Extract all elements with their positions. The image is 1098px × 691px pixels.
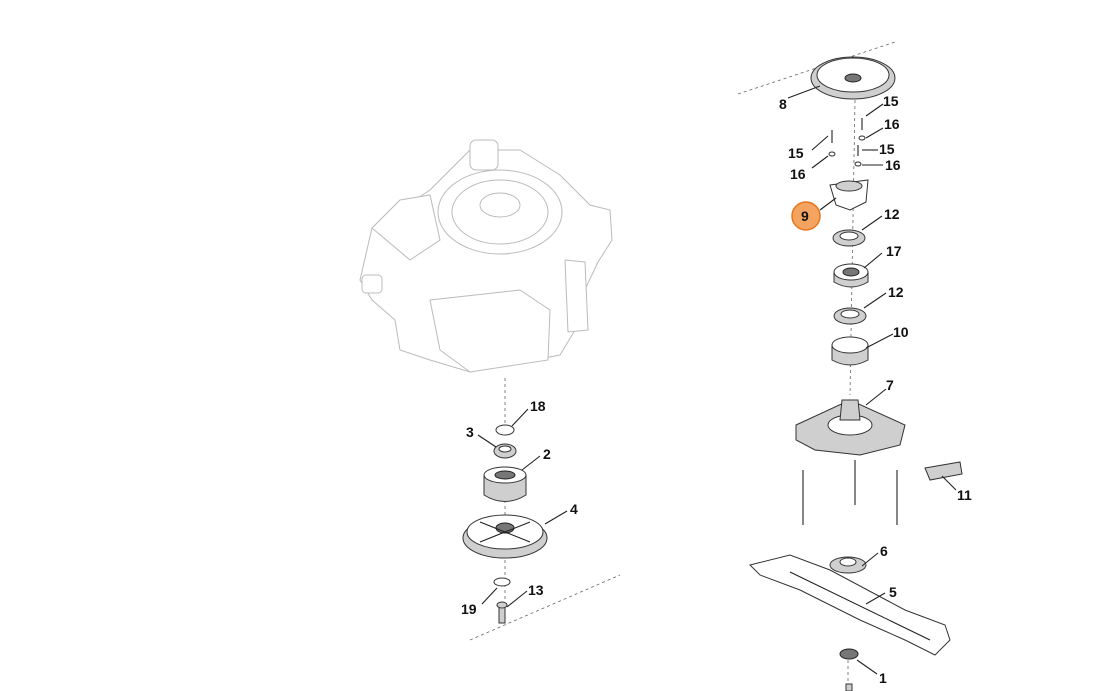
svg-text:6: 6 xyxy=(880,543,888,559)
svg-text:1: 1 xyxy=(879,670,887,686)
svg-text:5: 5 xyxy=(889,584,897,600)
callout-15-c[interactable]: 15 xyxy=(879,141,895,157)
callout-16-c[interactable]: 16 xyxy=(885,157,901,173)
svg-text:16: 16 xyxy=(884,116,900,132)
callout-6[interactable]: 6 xyxy=(880,543,888,559)
svg-text:8: 8 xyxy=(779,96,787,112)
part-17-bearing xyxy=(833,263,869,288)
part-2-hub xyxy=(483,466,527,502)
callout-8[interactable]: 8 xyxy=(779,96,787,112)
svg-text:15: 15 xyxy=(788,145,804,161)
leader-lines xyxy=(477,85,957,675)
callout-17[interactable]: 17 xyxy=(886,243,902,259)
svg-text:9: 9 xyxy=(801,208,809,224)
callout-4[interactable]: 4 xyxy=(570,501,578,517)
engine-illustration xyxy=(359,139,613,373)
callout-13[interactable]: 13 xyxy=(528,582,544,598)
callout-11[interactable]: 11 xyxy=(957,487,972,503)
callout-12-lower[interactable]: 12 xyxy=(888,284,904,300)
svg-text:12: 12 xyxy=(888,284,904,300)
part-3-bearing xyxy=(493,443,517,459)
callout-2[interactable]: 2 xyxy=(543,446,551,462)
callout-18[interactable]: 18 xyxy=(530,398,546,414)
svg-text:11: 11 xyxy=(957,487,972,503)
part-6-washer xyxy=(829,556,867,574)
part-1-bolt xyxy=(839,648,859,691)
part-11-clip xyxy=(924,461,963,481)
callout-5[interactable]: 5 xyxy=(889,584,897,600)
part-4-pulley xyxy=(462,514,548,559)
part-8-cover-disc xyxy=(810,56,896,100)
callout-15-a[interactable]: 15 xyxy=(883,93,899,109)
svg-text:16: 16 xyxy=(790,166,806,182)
part-18-oring xyxy=(495,424,515,436)
part-15-screws xyxy=(831,118,863,156)
callout-16-b[interactable]: 16 xyxy=(790,166,806,182)
part-19-washer xyxy=(493,577,511,587)
svg-text:16: 16 xyxy=(885,157,901,173)
callout-16-a[interactable]: 16 xyxy=(884,116,900,132)
svg-text:2: 2 xyxy=(543,446,551,462)
svg-text:19: 19 xyxy=(461,601,477,617)
callout-3[interactable]: 3 xyxy=(466,424,474,440)
part-bolts xyxy=(802,460,898,525)
callout-15-b[interactable]: 15 xyxy=(788,145,804,161)
part-12-seal-lower xyxy=(833,307,867,325)
callout-12-upper[interactable]: 12 xyxy=(884,206,900,222)
part-10-sleeve xyxy=(831,336,869,366)
svg-text:4: 4 xyxy=(570,501,578,517)
callout-9-highlighted[interactable]: 9 xyxy=(791,201,821,231)
svg-text:18: 18 xyxy=(530,398,546,414)
part-12-seal-upper xyxy=(832,229,866,247)
svg-text:17: 17 xyxy=(886,243,902,259)
part-7-blade-holder xyxy=(795,399,906,456)
callout-10[interactable]: 10 xyxy=(893,324,909,340)
svg-text:10: 10 xyxy=(893,324,909,340)
part-9-holder xyxy=(829,179,869,211)
svg-text:7: 7 xyxy=(886,377,894,393)
part-16-washers xyxy=(828,135,866,167)
svg-text:15: 15 xyxy=(879,141,895,157)
svg-text:13: 13 xyxy=(528,582,544,598)
part-13-bolt xyxy=(496,601,508,624)
callout-19[interactable]: 19 xyxy=(461,601,477,617)
svg-text:3: 3 xyxy=(466,424,474,440)
svg-text:12: 12 xyxy=(884,206,900,222)
callout-1[interactable]: 1 xyxy=(879,670,887,686)
callout-7[interactable]: 7 xyxy=(886,377,894,393)
svg-text:15: 15 xyxy=(883,93,899,109)
part-5-blade xyxy=(749,554,951,656)
